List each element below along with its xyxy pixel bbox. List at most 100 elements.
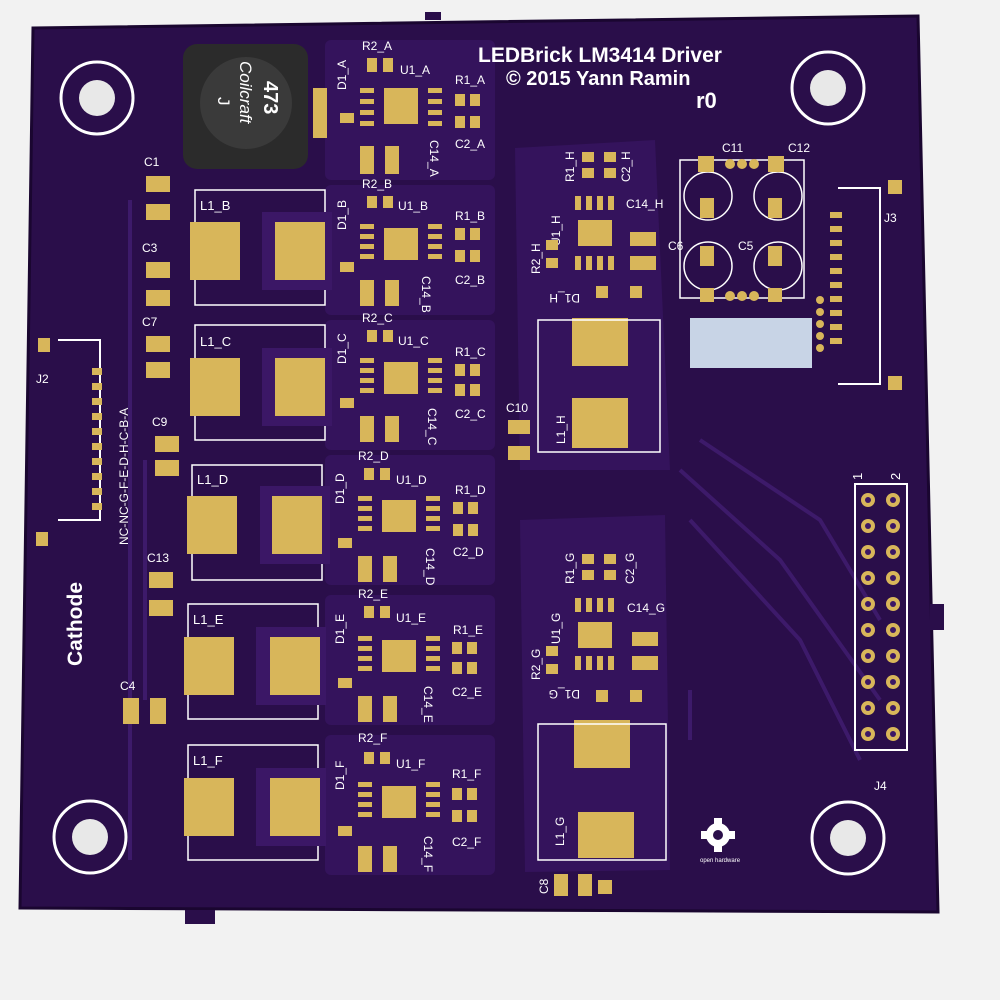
j4-pin1-label: 1 — [850, 473, 865, 480]
r1-a-label: R1_A — [455, 73, 485, 87]
r2-f-label: R2_F — [358, 731, 387, 745]
j3-label: J3 — [884, 211, 897, 225]
board-copyright: © 2015 Yann Ramin — [506, 68, 690, 90]
channel-c-components: R2_C U1_C R1_C D1_C C14_C C2_C — [335, 311, 486, 446]
channel-e-components: R2_E U1_E R1_E D1_E C14_E C2_E — [333, 587, 483, 723]
board-title: LEDBrick LM3414 Driver — [478, 44, 722, 67]
inductor-l1f-label: L1_F — [193, 753, 223, 768]
mounting-hole-bl — [52, 799, 128, 875]
cap-c1-label: C1 — [144, 155, 160, 169]
c2-a-label: C2_A — [455, 137, 485, 151]
u1-b-label: U1_B — [398, 199, 428, 213]
c14-a-label: C14_A — [427, 140, 441, 177]
mounting-hole-br — [810, 800, 886, 876]
u1-e-label: U1_E — [396, 611, 426, 625]
d1-d-label: D1_D — [333, 473, 347, 504]
open-hardware-logo: open hardware — [700, 818, 741, 864]
copper-regions-left — [325, 40, 495, 875]
r1-g-label: R1_G — [563, 553, 577, 584]
r2-a-label: R2_A — [362, 39, 392, 53]
inductor-l1b-label: L1_B — [200, 198, 230, 213]
d1-f-label: D1_F — [333, 761, 347, 790]
r1-c-label: R1_C — [455, 345, 486, 359]
r1-b-label: R1_B — [455, 209, 485, 223]
c14-d-label: C14_D — [423, 548, 437, 586]
c2-d-label: C2_D — [453, 545, 484, 559]
c14-b-label: C14_B — [419, 276, 433, 313]
l1-g-label: L1_G — [553, 817, 567, 846]
c14-e-label: C14_E — [421, 686, 435, 723]
j4-pin2-label: 2 — [888, 473, 903, 480]
c2-g-label: C2_G — [623, 553, 637, 584]
c2-c-label: C2_C — [455, 407, 486, 421]
coilcraft-inductor: 473 Coilcraft J — [183, 44, 308, 169]
r1-h-label: R1_H — [563, 151, 577, 182]
d1-b-label: D1_B — [335, 200, 349, 230]
inductor-block-c — [190, 324, 332, 441]
blank-label-area — [690, 318, 812, 368]
cap-c11-label: C11 — [722, 141, 743, 155]
c2-b-label: C2_B — [455, 273, 485, 287]
inductor-l1c-label: L1_C — [200, 334, 231, 349]
c2-f-label: C2_F — [452, 835, 481, 849]
channel-b-components: R2_B U1_B R1_B D1_B C14_B C2_B — [335, 177, 485, 313]
cap-c8-label: C8 — [537, 878, 551, 894]
open-hardware-text: open hardware — [700, 858, 741, 864]
u1-a-label: U1_A — [400, 63, 430, 77]
r1-d-label: R1_D — [455, 483, 486, 497]
j2-label: J2 — [36, 372, 49, 386]
r1-f-label: R1_F — [452, 767, 481, 781]
d1-g-label: D1_G — [549, 687, 580, 701]
cap-c10-label: C10 — [506, 401, 528, 415]
c2-h-label: C2_H — [619, 151, 633, 182]
d1-a-label: D1_A — [335, 60, 349, 90]
copper-region-right-bottom — [520, 515, 670, 872]
pcb-board-edge — [18, 14, 940, 914]
j3-connector: J3 — [816, 180, 902, 390]
u1-g-label: U1_G — [549, 613, 563, 644]
l1-h-label: L1_H — [554, 415, 568, 444]
r2-h-label: R2_H — [529, 243, 543, 274]
copper-region-right-top — [515, 140, 670, 470]
channel-a-components: R2_A U1_A R1_A D1_A C14_A C2_A — [335, 39, 485, 177]
cap-c6-label: C6 — [668, 239, 684, 253]
cap-c5-label: C5 — [738, 239, 754, 253]
cap-c4-label: C4 — [120, 679, 136, 693]
r2-g-label: R2_G — [529, 649, 543, 680]
u1-h-label: U1_H — [549, 215, 563, 246]
c2-e-label: C2_E — [452, 685, 482, 699]
j2-connector: J2 — [36, 338, 102, 546]
r2-b-label: R2_B — [362, 177, 392, 191]
r2-d-label: R2_D — [358, 449, 389, 463]
connector-pins-label: NC-NC-G-F-E-D-H-C-B-A — [117, 408, 131, 545]
mounting-hole-tr — [790, 50, 866, 126]
inductor-block-d — [187, 464, 330, 581]
d1-e-label: D1_E — [333, 614, 347, 644]
channel-d-components: R2_D U1_D R1_D D1_D C14_D C2_D — [333, 449, 486, 586]
u1-c-label: U1_C — [398, 334, 429, 348]
cap-c9-label: C9 — [152, 415, 168, 429]
j4-label: J4 — [874, 779, 887, 793]
r2-c-label: R2_C — [362, 311, 393, 325]
inductor-block-e — [184, 603, 326, 720]
inductor-l1d-label: L1_D — [197, 472, 228, 487]
inductor-block-b — [190, 189, 332, 306]
c14-h-label: C14_H — [626, 197, 663, 211]
inductor-block-f — [184, 744, 326, 861]
left-capacitors — [123, 176, 179, 724]
j4-pin-header: 1 2 J4 — [850, 473, 908, 793]
board-edge-tabs — [185, 12, 944, 924]
cap-c12-label: C12 — [788, 141, 810, 155]
channel-f-components: R2_F U1_F R1_F D1_F C14_F C2_F — [333, 731, 481, 872]
electrolytic-cap-cluster: C11 C12 C6 C5 — [668, 141, 810, 302]
r2-e-label: R2_E — [358, 587, 388, 601]
u1-f-label: U1_F — [396, 757, 425, 771]
cap-c13-label: C13 — [147, 551, 169, 565]
coilcraft-marking-1: 473 — [259, 81, 281, 114]
mounting-hole-tl — [59, 60, 135, 136]
inductor-l1e-label: L1_E — [193, 612, 224, 627]
u1-d-label: U1_D — [396, 473, 427, 487]
c14-c-label: C14_C — [425, 408, 439, 446]
